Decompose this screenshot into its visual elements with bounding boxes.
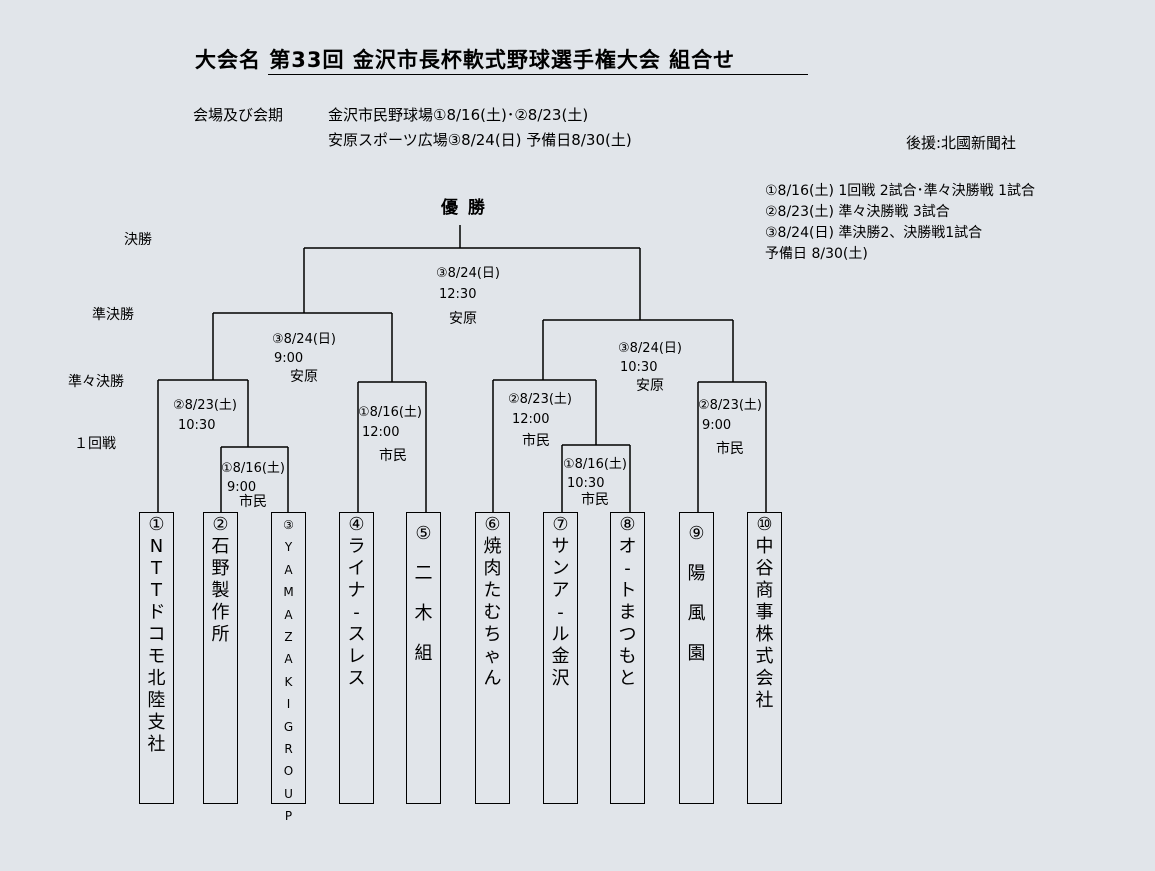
match-time: 10:30: [567, 476, 605, 491]
team-number: ⑧: [619, 514, 636, 535]
match-venue: 安原: [290, 369, 318, 385]
match-qf2-info: ①8/16(土) 12:00 市民: [358, 403, 422, 466]
match-date: ①8/16(土): [563, 457, 627, 472]
team-name: 陽 風 園: [687, 563, 706, 664]
team-name: オ - ト ま つ も と: [618, 536, 637, 689]
team-number: ②: [212, 514, 229, 535]
match-venue: 市民: [239, 494, 267, 510]
round-label-first: １回戦: [74, 436, 116, 452]
team-number: ①: [148, 514, 165, 535]
match-time: 9:00: [702, 418, 732, 433]
match-date: ③8/24(日): [618, 341, 682, 356]
team-name: N T T ド コ モ 北 陸 支 社: [147, 536, 166, 755]
match-venue: 市民: [522, 433, 550, 449]
team-number: ③: [283, 518, 294, 532]
team-5: ⑤ 二 木 組: [406, 512, 441, 804]
round-label-final: 決勝: [124, 232, 152, 248]
champion-label: 優 勝: [441, 198, 487, 218]
match-venue: 市民: [379, 448, 407, 464]
match-date: ②8/23(土): [173, 398, 237, 413]
team-name: ラ イ ナ - ス レ ス: [347, 536, 366, 689]
team-number: ⑨: [688, 523, 705, 544]
match-time: 12:00: [362, 425, 400, 440]
page-title: 大会名 第33回 金沢市長杯軟式野球選手権大会 組合せ: [195, 48, 736, 72]
match-time: 10:30: [178, 418, 216, 433]
round-label-semi: 準決勝: [92, 307, 134, 323]
team-name: サ ン ア - ル 金 沢: [551, 536, 570, 689]
match-r1a-info: ①8/16(土) 9:00 市民: [221, 459, 285, 512]
team-9: ⑨ 陽 風 園: [679, 512, 714, 804]
team-name: 中 谷 商 事 株 式 会 社: [755, 536, 774, 711]
schedule-list: ①8/16(土) 1回戦 2試合･準々決勝戦 1試合 ②8/23(土) 準々決勝…: [765, 181, 1035, 265]
venue-label: 会場及び会期: [193, 106, 284, 124]
team-number: ⑩: [756, 514, 773, 535]
schedule-item: ①8/16(土) 1回戦 2試合･準々決勝戦 1試合: [765, 183, 1035, 199]
schedule-item: ②8/23(土) 準々決勝戦 3試合: [765, 204, 950, 220]
team-name: 焼 肉 た む ち ゃ ん: [483, 536, 502, 689]
match-semi-right-info: ③8/24(日) 10:30 安原: [618, 339, 682, 396]
match-venue: 安原: [449, 311, 477, 327]
team-name: Y A M A Z A K I G R O U P: [283, 540, 294, 824]
round-label-quarter: 準々決勝: [68, 374, 124, 390]
schedule-item: ③8/24(日) 準決勝2、決勝戦1試合: [765, 225, 983, 241]
match-date: ①8/16(土): [358, 405, 422, 420]
match-time: 12:30: [439, 287, 477, 302]
match-date: ②8/23(土): [508, 392, 572, 407]
match-qf1-info: ②8/23(土) 10:30: [173, 396, 237, 435]
venue-line-2: 安原スポーツ広場③8/24(日) 予備日8/30(土): [328, 131, 632, 149]
team-name: 二 木 組: [414, 563, 433, 664]
match-date: ③8/24(日): [436, 266, 500, 281]
team-name: 石 野 製 作 所: [211, 536, 230, 645]
team-3: ③ Y A M A Z A K I G R O U P: [271, 512, 306, 823]
match-time: 9:00: [274, 351, 304, 366]
title-underline: [268, 74, 808, 75]
match-final-info: ③8/24(日) 12:30 安原: [436, 264, 500, 329]
team-number: ⑦: [552, 514, 569, 535]
match-qf3-info: ②8/23(土) 12:00 市民: [508, 390, 572, 451]
schedule-item: 予備日 8/30(土): [765, 246, 868, 262]
sponsor: 後援:北國新聞社: [906, 134, 1017, 152]
match-semi-left-info: ③8/24(日) 9:00 安原: [272, 330, 336, 387]
match-time: 9:00: [227, 480, 257, 495]
match-date: ②8/23(土): [698, 398, 762, 413]
match-venue: 市民: [716, 441, 744, 457]
match-time: 12:00: [512, 412, 550, 427]
match-venue: 安原: [636, 378, 664, 394]
team-number: ④: [348, 514, 365, 535]
match-r1b-info: ①8/16(土) 10:30 市民: [563, 455, 627, 510]
team-number: ⑤: [415, 523, 432, 544]
match-time: 10:30: [620, 360, 658, 375]
match-date: ①8/16(土): [221, 461, 285, 476]
match-venue: 市民: [581, 492, 609, 508]
team-number: ⑥: [484, 514, 501, 535]
match-qf4-info: ②8/23(土) 9:00 市民: [698, 396, 762, 459]
match-date: ③8/24(日): [272, 332, 336, 347]
venue-line-1: 金沢市民野球場①8/16(土)･②8/23(土): [328, 106, 589, 124]
